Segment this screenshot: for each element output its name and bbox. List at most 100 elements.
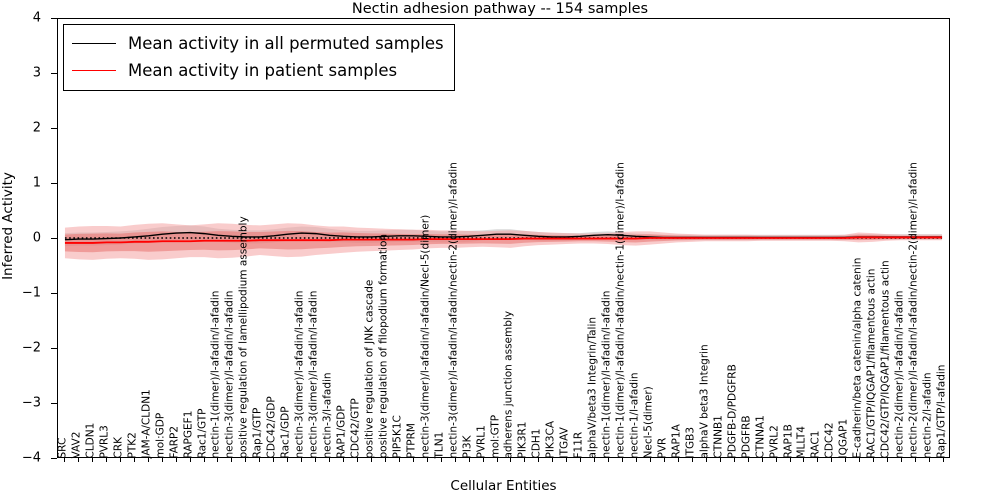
x-tick-label: JAM-A/CLDN1 bbox=[140, 388, 153, 458]
x-tick-mark bbox=[412, 457, 414, 462]
x-tick-mark bbox=[482, 457, 484, 462]
y-tick-mark bbox=[51, 238, 57, 239]
y-tick-label: 3 bbox=[32, 65, 41, 81]
x-tick-mark bbox=[496, 457, 498, 462]
x-tick-mark bbox=[287, 457, 289, 462]
legend-line-swatch-red bbox=[72, 70, 116, 71]
plot-area bbox=[57, 18, 950, 458]
x-tick-label: PVRL3 bbox=[98, 424, 111, 458]
x-tick-label: CDC42 bbox=[823, 421, 836, 458]
x-tick-mark bbox=[650, 457, 651, 462]
x-tick-label: CDC42/GDP bbox=[265, 395, 278, 458]
x-tick-label: nectin-3(dimer)/l-afadin/l-afadin bbox=[307, 290, 320, 458]
x-tick-label: PIK3CA bbox=[544, 420, 557, 458]
y-tick-mark bbox=[51, 128, 57, 129]
x-tick-label: CTNNA1 bbox=[754, 414, 767, 458]
x-tick-mark bbox=[426, 457, 428, 462]
y-tick-label: 4 bbox=[32, 10, 41, 26]
x-tick-label: nectin-3(dimer)/l-afadin/l-afadin/Necl-5… bbox=[419, 214, 432, 458]
x-tick-label: nectin-1(dimer)/l-afadin/l-afadin bbox=[209, 290, 222, 458]
x-tick-mark bbox=[705, 457, 707, 462]
x-tick-mark bbox=[691, 457, 693, 462]
x-tick-label: RAP1B bbox=[782, 423, 795, 458]
x-tick-label: positive regulation of JNK cascade bbox=[363, 279, 376, 458]
x-tick-mark bbox=[845, 457, 847, 462]
x-tick-label: CTNNB1 bbox=[712, 414, 725, 458]
x-tick-label: E-cadherin/beta catenin/alpha catenin bbox=[851, 257, 864, 458]
x-tick-mark bbox=[859, 457, 861, 462]
y-tick-label: 0 bbox=[32, 230, 41, 246]
x-tick-mark bbox=[175, 457, 177, 462]
legend-item-permuted: Mean activity in all permuted samples bbox=[72, 30, 444, 57]
x-tick-label: PI3K bbox=[461, 435, 474, 458]
x-tick-mark bbox=[761, 457, 763, 462]
x-tick-mark bbox=[775, 457, 777, 462]
x-tick-mark bbox=[608, 457, 610, 462]
x-tick-label: RAP1/GDP bbox=[335, 404, 348, 458]
x-tick-label: mol:GTP bbox=[489, 414, 502, 458]
x-tick-label: PTK2 bbox=[126, 431, 139, 458]
x-tick-label: RAPGEF1 bbox=[182, 410, 195, 458]
x-tick-label: FARP2 bbox=[168, 425, 181, 458]
x-tick-mark bbox=[622, 457, 624, 462]
x-tick-mark bbox=[63, 457, 65, 462]
x-tick-label: Rap1/GTP bbox=[251, 407, 264, 458]
x-tick-label: PDGFRB bbox=[740, 414, 753, 458]
x-tick-label: alphaV/beta3 Integrin/Talin bbox=[586, 316, 599, 458]
x-tick-mark bbox=[524, 457, 526, 462]
x-tick-label: CLDN1 bbox=[84, 422, 97, 458]
x-tick-label: RAC1/GTP/IQGAP1/filamentous actin bbox=[865, 268, 878, 458]
x-tick-mark bbox=[91, 457, 93, 462]
y-tick-label: −2 bbox=[21, 340, 41, 356]
x-tick-label: PIK3R1 bbox=[516, 421, 529, 458]
x-tick-mark bbox=[440, 457, 442, 462]
x-tick-mark bbox=[747, 457, 749, 462]
x-tick-mark bbox=[203, 457, 205, 462]
patient-mean-line bbox=[64, 236, 943, 244]
y-tick-mark bbox=[51, 403, 57, 404]
x-tick-mark bbox=[161, 457, 163, 462]
y-tick-mark bbox=[51, 18, 57, 19]
x-tick-mark bbox=[733, 457, 735, 462]
x-tick-mark bbox=[719, 457, 721, 462]
x-tick-mark bbox=[901, 457, 903, 462]
x-tick-mark bbox=[580, 457, 582, 462]
x-tick-mark bbox=[77, 457, 79, 462]
x-tick-mark bbox=[217, 457, 219, 462]
x-tick-label: PVR bbox=[656, 437, 669, 458]
legend-label-patient: Mean activity in patient samples bbox=[128, 61, 398, 80]
x-tick-mark bbox=[273, 457, 275, 462]
x-tick-label: PVRL1 bbox=[475, 424, 488, 458]
x-tick-mark bbox=[119, 457, 121, 462]
y-tick-mark bbox=[51, 458, 57, 459]
x-tick-label: PVRL2 bbox=[768, 424, 781, 458]
x-tick-label: CRK bbox=[112, 436, 125, 458]
y-tick-mark bbox=[51, 183, 57, 184]
y-tick-mark bbox=[51, 293, 57, 294]
x-tick-mark bbox=[468, 457, 470, 462]
x-tick-label: RAP1A bbox=[670, 423, 683, 458]
x-tick-label: Rap1/GTP/l-afadin bbox=[935, 364, 948, 458]
x-tick-mark bbox=[817, 457, 819, 462]
x-tick-mark bbox=[147, 457, 149, 462]
y-axis-label: Inferred Activity bbox=[0, 172, 16, 280]
y-tick-mark bbox=[51, 73, 57, 74]
x-tick-label: mol:GDP bbox=[154, 412, 167, 458]
x-tick-mark bbox=[231, 457, 233, 462]
x-tick-mark bbox=[663, 457, 665, 462]
x-tick-label: MLLT4 bbox=[795, 425, 808, 458]
x-tick-label: Rac1/GTP bbox=[196, 408, 208, 458]
x-tick-label: nectin-3(dimer)/l-afadin/l-afadin/nectin… bbox=[447, 161, 460, 458]
x-tick-label: nectin-1(dimer)/l-afadin/l-afadin bbox=[600, 290, 613, 458]
x-tick-label: RAC1 bbox=[809, 430, 822, 458]
x-tick-label: SRC bbox=[56, 437, 69, 458]
plot-canvas bbox=[64, 223, 943, 260]
x-tick-label: nectin-3/l-afadin bbox=[321, 371, 334, 458]
legend-item-patient: Mean activity in patient samples bbox=[72, 57, 444, 84]
x-tick-mark bbox=[356, 457, 358, 462]
y-tick-label: 2 bbox=[32, 120, 41, 136]
x-tick-label: alphaV beta3 Integrin bbox=[698, 343, 711, 458]
x-tick-label: VAV2 bbox=[70, 431, 83, 458]
x-tick-label: adherens junction assembly bbox=[502, 310, 515, 458]
